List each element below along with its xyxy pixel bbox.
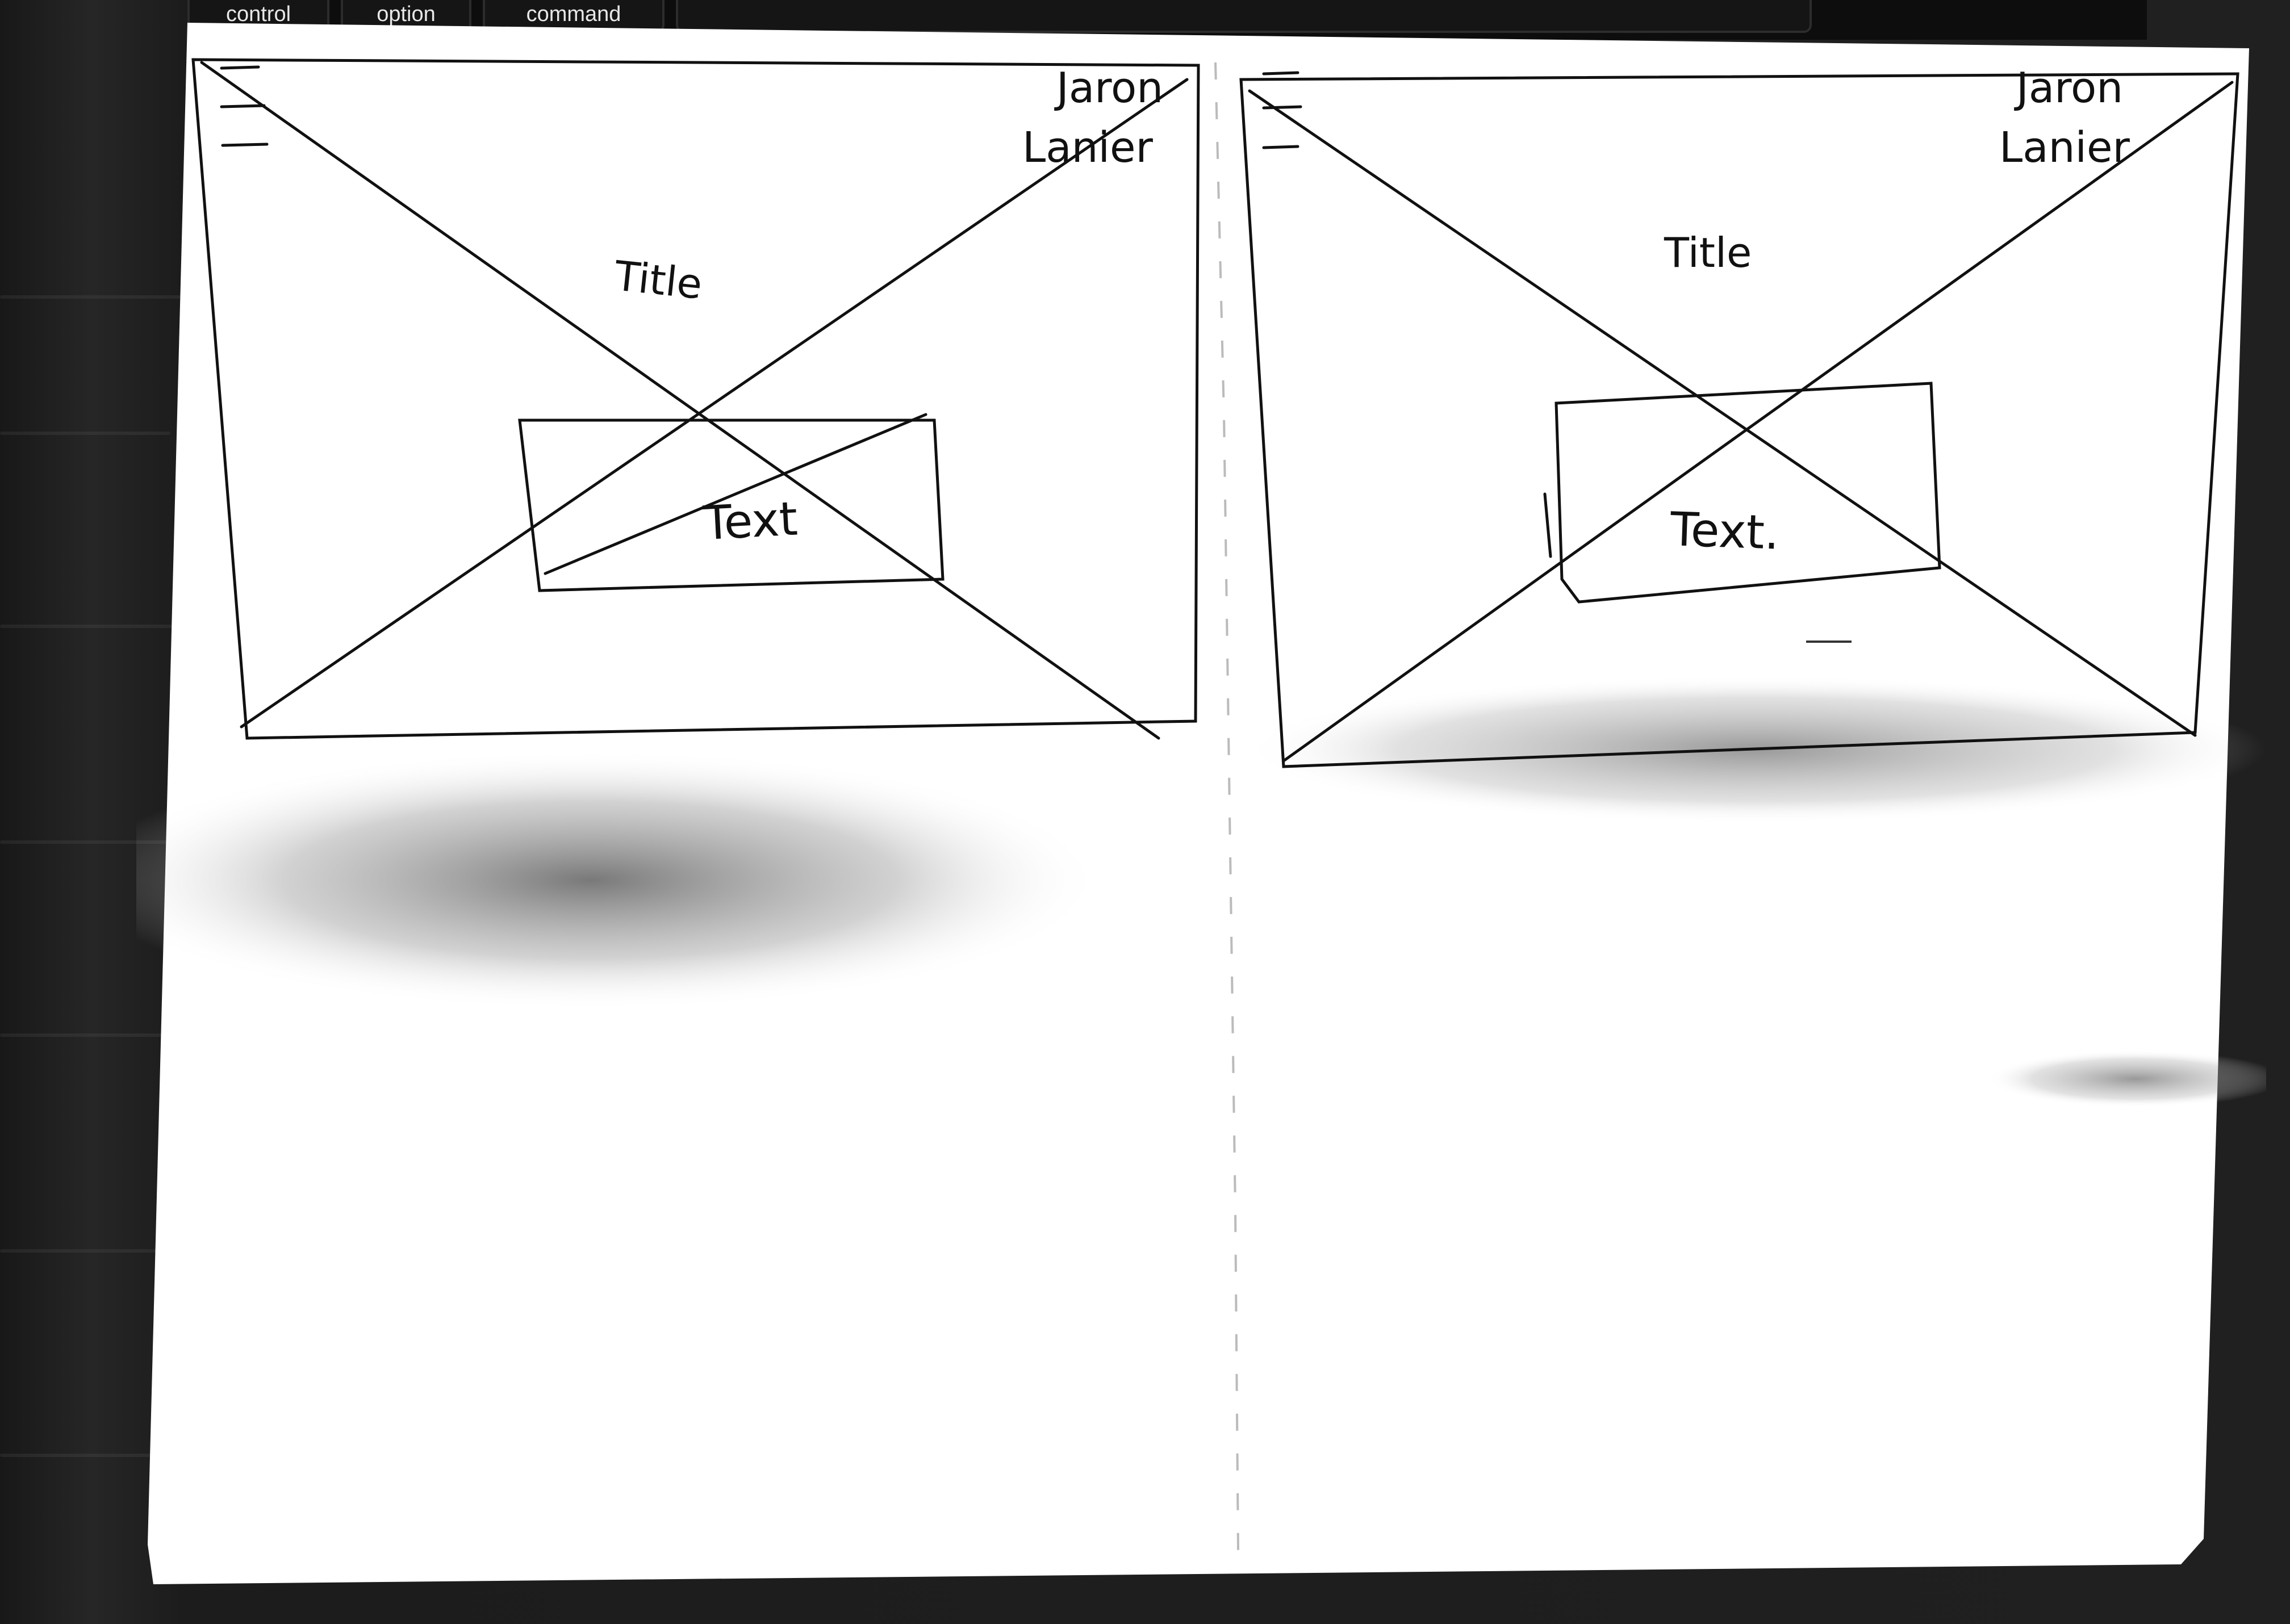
author-name-line1: Jaron <box>2014 64 2123 112</box>
wood-grain <box>0 625 239 628</box>
frame-outline <box>1239 72 2239 768</box>
placeholder-cross <box>1248 89 2197 737</box>
key-label: command <box>526 2 621 26</box>
placeholder-cross <box>200 61 1160 740</box>
wood-grain <box>0 432 170 435</box>
body-text-placeholder: Text. <box>1669 503 1780 560</box>
wood-grain <box>0 1454 239 1457</box>
wireframe-sketch-right <box>1239 71 2239 768</box>
key-label: option <box>377 2 436 26</box>
author-name-line2: Lanier <box>1999 123 2130 172</box>
author-name-line1: Jaron <box>1054 64 1163 112</box>
title-placeholder: Title <box>1664 229 1752 277</box>
fold-shadow <box>136 750 1102 1011</box>
placeholder-cross <box>240 78 1189 729</box>
wood-grain <box>0 840 193 844</box>
hamburger-menu-icon[interactable] <box>220 65 269 147</box>
key-command[interactable]: command <box>483 0 665 33</box>
sketch-canvas: Jaron Lanier Title Text <box>136 23 2266 1584</box>
wood-grain <box>0 295 239 299</box>
text-box <box>1554 382 1941 604</box>
frame-outline <box>191 58 1200 740</box>
paper-sheet: Jaron Lanier Title Text <box>136 17 2266 1607</box>
placeholder-cross <box>1282 81 2234 763</box>
key-label: control <box>225 2 291 26</box>
fold-shadow <box>1988 1050 2266 1107</box>
author-name-line2: Lanier <box>1022 123 1154 172</box>
title-placeholder: Title <box>612 252 704 308</box>
wood-grain <box>0 1033 239 1037</box>
text-box-strike <box>544 413 927 575</box>
wood-grain <box>0 1249 159 1253</box>
hamburger-menu-icon[interactable] <box>1262 71 1302 149</box>
text-box <box>518 418 945 592</box>
body-text-placeholder: Text <box>701 492 799 551</box>
text-box-mark <box>1543 492 1552 558</box>
key-space[interactable] <box>676 0 1812 33</box>
wireframe-sketch-left <box>191 58 1200 740</box>
